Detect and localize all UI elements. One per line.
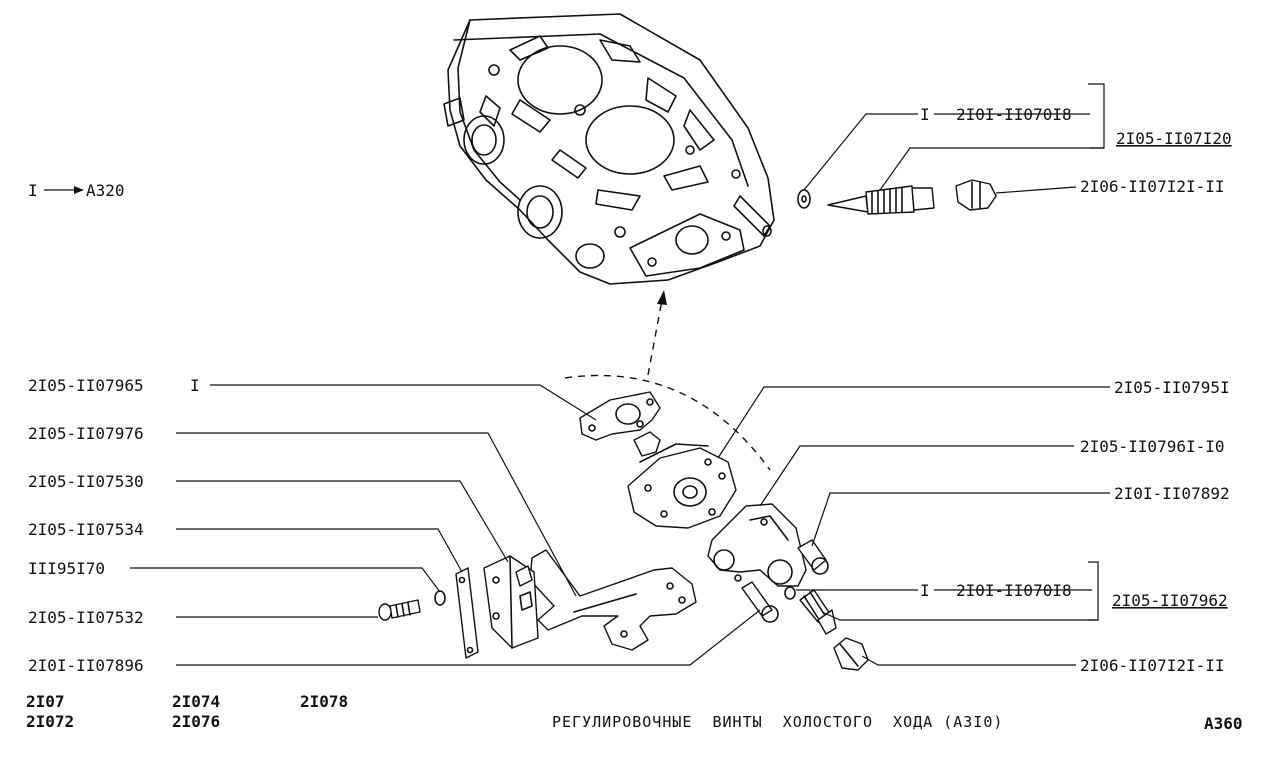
idle-mixture-screw-bottom [799, 589, 837, 635]
washer-switch [434, 590, 446, 606]
label-2105-1107976: 2I05-II07976 [28, 424, 144, 443]
throttle-shaft [733, 195, 771, 237]
side-port-left [463, 115, 505, 165]
label-2105-1107965-suffix: I [190, 376, 200, 395]
side-port-front [517, 185, 563, 239]
carburetor-body [443, 13, 775, 285]
leader-lines [130, 83, 1110, 666]
label-2101-1107018-top: 2I0I-II070I8 [956, 105, 1072, 124]
washer-top [797, 189, 811, 209]
label-2105-1107965: 2I05-II07965 [28, 376, 144, 395]
label-2106-1107121-top: 2I06-II07I2I-II [1080, 177, 1225, 196]
arrow-up-icon [657, 290, 667, 305]
arrow-right-icon [74, 186, 84, 194]
throttle-flange [629, 213, 745, 277]
assembly-arc [564, 374, 771, 471]
label-2101-1107018-bottom: 2I0I-II070I8 [956, 581, 1072, 600]
label-2105-1107534: 2I05-II07534 [28, 520, 144, 539]
label-1119170: III95I70 [28, 559, 105, 578]
plug-bottom [833, 637, 869, 671]
diagram-title: РЕГУЛИРОВОЧНЫЕ ВИНТЫ ХОЛОСТОГО ХОДА (А3I… [552, 713, 1003, 731]
model-21076: 2I076 [172, 712, 220, 731]
label-2105-1107120: 2I05-II07I20 [1116, 129, 1232, 148]
label-2101-1107896: 2I0I-II07896 [28, 656, 144, 675]
lever-bracket [529, 549, 697, 651]
footer: 2I07 2I072 2I074 2I076 2I078 РЕГУЛИРОВОЧ… [26, 692, 1243, 733]
model-2107: 2I07 [26, 692, 65, 711]
label-2101-1107018-prefix-bottom: I [920, 581, 930, 600]
crossref-target: A320 [86, 181, 125, 200]
microswitch [483, 555, 539, 649]
plug-top [955, 179, 997, 211]
page-code: А360 [1204, 714, 1243, 733]
label-2101-1107018-prefix-top: I [920, 105, 930, 124]
label-2106-1107121-bottom: 2I06-II07I2I-II [1080, 656, 1225, 675]
model-21078: 2I078 [300, 692, 348, 711]
screw-center [741, 581, 779, 623]
model-21074: 2I074 [172, 692, 220, 711]
label-2105-1107532: 2I05-II07532 [28, 608, 144, 627]
label-2105-1107530: 2I05-II07530 [28, 472, 144, 491]
model-21072: 2I072 [26, 712, 74, 731]
assembly-path [647, 299, 663, 376]
crossref: I A320 [28, 181, 125, 200]
crossref-marker: I [28, 181, 38, 200]
label-2105-1107962: 2I05-II07962 [1112, 591, 1228, 610]
part-labels: I 2I0I-II070I8 2I05-II07I20 2I06-II07I2I… [28, 105, 1232, 675]
label-2105-1107951: 2I05-II0795I [1114, 378, 1230, 397]
label-2105-1107961: 2I05-II0796I-I0 [1080, 437, 1225, 456]
idle-mixture-screw-top [827, 185, 935, 215]
valve-body [627, 431, 737, 529]
label-2101-1107892: 2I0I-II07892 [1114, 484, 1230, 503]
main-bore-lower [585, 105, 675, 175]
screw-switch [378, 599, 421, 621]
washer-bottom [784, 586, 796, 600]
gasket [579, 391, 661, 441]
switch-plate [455, 567, 479, 659]
valve-cover [707, 503, 807, 587]
main-bore-upper [517, 45, 603, 115]
screw-right-upper [797, 539, 829, 575]
